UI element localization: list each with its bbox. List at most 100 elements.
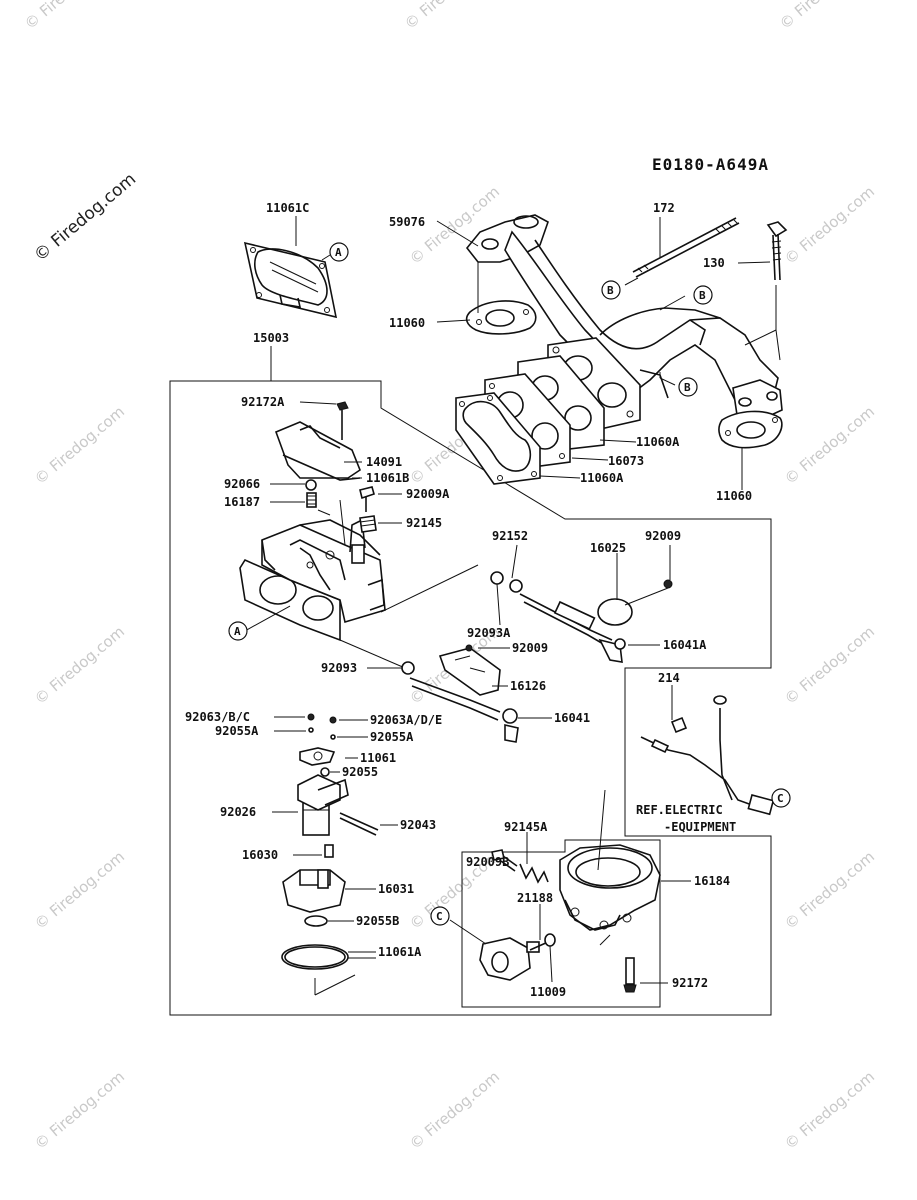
throttle-body-16184 [559, 844, 661, 993]
throttle-shaft-assembly [401, 644, 519, 743]
label-14091: 14091 [366, 455, 402, 469]
label-16041a: 16041A [663, 638, 707, 652]
watermark: © Firedog.com [781, 403, 878, 488]
callout-b-marker [693, 285, 713, 305]
label-15003: 15003 [253, 331, 289, 345]
carburetor-body [239, 421, 386, 642]
screw-92063a [329, 716, 337, 724]
diagram-code: E0180-A649A [652, 155, 769, 174]
label-16187: 16187 [224, 495, 260, 509]
watermark: © Firedog.com [401, 0, 498, 33]
label-11009: 11009 [530, 985, 566, 999]
spring-92145a [519, 863, 549, 884]
watermark: © Firedog.com [781, 848, 878, 933]
float-assembly [281, 869, 349, 970]
wiring-harness [640, 695, 775, 816]
label-92063-bc: 92063/B/C [185, 710, 250, 724]
label-92093: 92093 [321, 661, 357, 675]
callout-a-label: A [335, 246, 342, 259]
gasket-11061c [243, 241, 338, 319]
label-11061: 11061 [360, 751, 396, 765]
label-16073: 16073 [608, 454, 644, 468]
label-92009-top: 92009 [645, 529, 681, 543]
watermark: © Firedog.com [31, 623, 128, 708]
watermark: © Firedog.com [781, 183, 878, 268]
label-172: 172 [653, 201, 675, 215]
screw-92063 [307, 713, 315, 721]
label-92055b: 92055B [356, 914, 399, 928]
subassembly-boundary [461, 839, 661, 1008]
callout-b-label: B [607, 284, 614, 297]
callout-a-marker [329, 242, 349, 262]
label-11060a-2: 11060A [580, 471, 624, 485]
screw-92009b [491, 849, 518, 872]
label-11061a: 11061A [378, 945, 422, 959]
callout-c-label: C [436, 910, 443, 923]
watermark: © Firedog.com [30, 169, 140, 266]
label-16025: 16025 [590, 541, 626, 555]
watermark: © Firedog.com [781, 1068, 878, 1153]
part-number-labels: 11061C 15003 59076 172 130 11060 11060A … [185, 201, 752, 999]
label-214: 214 [658, 671, 680, 685]
label-92009-mid: 92009 [512, 641, 548, 655]
label-11061c: 11061C [266, 201, 309, 215]
label-92145: 92145 [406, 516, 442, 530]
label-92172a: 92172A [241, 395, 285, 409]
watermark: © Firedog.com [21, 0, 118, 33]
gasket-stack [455, 355, 605, 485]
watermark: © Firedog.com [31, 1068, 128, 1153]
label-92055a-right: 92055A [370, 730, 414, 744]
callout-c-marker [430, 906, 450, 926]
gasket-11060-right [718, 410, 783, 449]
screw-92172a [336, 401, 349, 411]
label-16031: 16031 [378, 882, 414, 896]
label-92066: 92066 [224, 477, 260, 491]
watermark: © Firedog.com [31, 848, 128, 933]
label-11061b: 11061B [366, 471, 409, 485]
watermark: © Firedog.com [406, 1068, 503, 1153]
label-ref-equipment: -EQUIPMENT [664, 820, 736, 834]
callout-c-label: C [777, 792, 784, 805]
part-92066 [305, 479, 317, 491]
stud-172 [632, 217, 740, 278]
label-92152: 92152 [492, 529, 528, 543]
label-11060-right: 11060 [716, 489, 752, 503]
intake-manifold [465, 214, 783, 431]
choke-shaft-assembly [490, 571, 673, 663]
callout-b-marker [678, 377, 698, 397]
callout-a-marker [228, 621, 248, 641]
label-59076: 59076 [389, 215, 425, 229]
label-92145a: 92145A [504, 820, 548, 834]
callout-b-label: B [684, 381, 691, 394]
callout-b-marker [601, 280, 621, 300]
label-92093a: 92093A [467, 626, 511, 640]
screw-92009a [359, 486, 375, 500]
label-16041: 16041 [554, 711, 590, 725]
solenoid-21188 [479, 933, 556, 981]
callout-a-label: A [234, 625, 241, 638]
watermark: © Firedog.com [776, 0, 873, 33]
label-92172: 92172 [672, 976, 708, 990]
label-11060a-1: 11060A [636, 435, 680, 449]
label-92055: 92055 [342, 765, 378, 779]
assembly-boundary [169, 380, 772, 1016]
callout-b-label: B [699, 289, 706, 302]
label-92055a-left: 92055A [215, 724, 259, 738]
label-92043: 92043 [400, 818, 436, 832]
label-11060-top: 11060 [389, 316, 425, 330]
callout-c-marker [771, 788, 791, 808]
bolt-130 [766, 221, 788, 281]
label-92026: 92026 [220, 805, 256, 819]
label-92009b: 92009B [466, 855, 509, 869]
gasket-11060-upper [465, 300, 537, 335]
label-21188: 21188 [517, 891, 553, 905]
watermark: © Firedog.com [781, 623, 878, 708]
label-16030: 16030 [242, 848, 278, 862]
label-16184: 16184 [694, 874, 730, 888]
label-130: 130 [703, 256, 725, 270]
watermark: © Firedog.com [31, 403, 128, 488]
label-92063-ade: 92063A/D/E [370, 713, 442, 727]
fuel-solenoid [297, 747, 379, 858]
label-ref-electric: REF.ELECTRIC [636, 803, 723, 817]
